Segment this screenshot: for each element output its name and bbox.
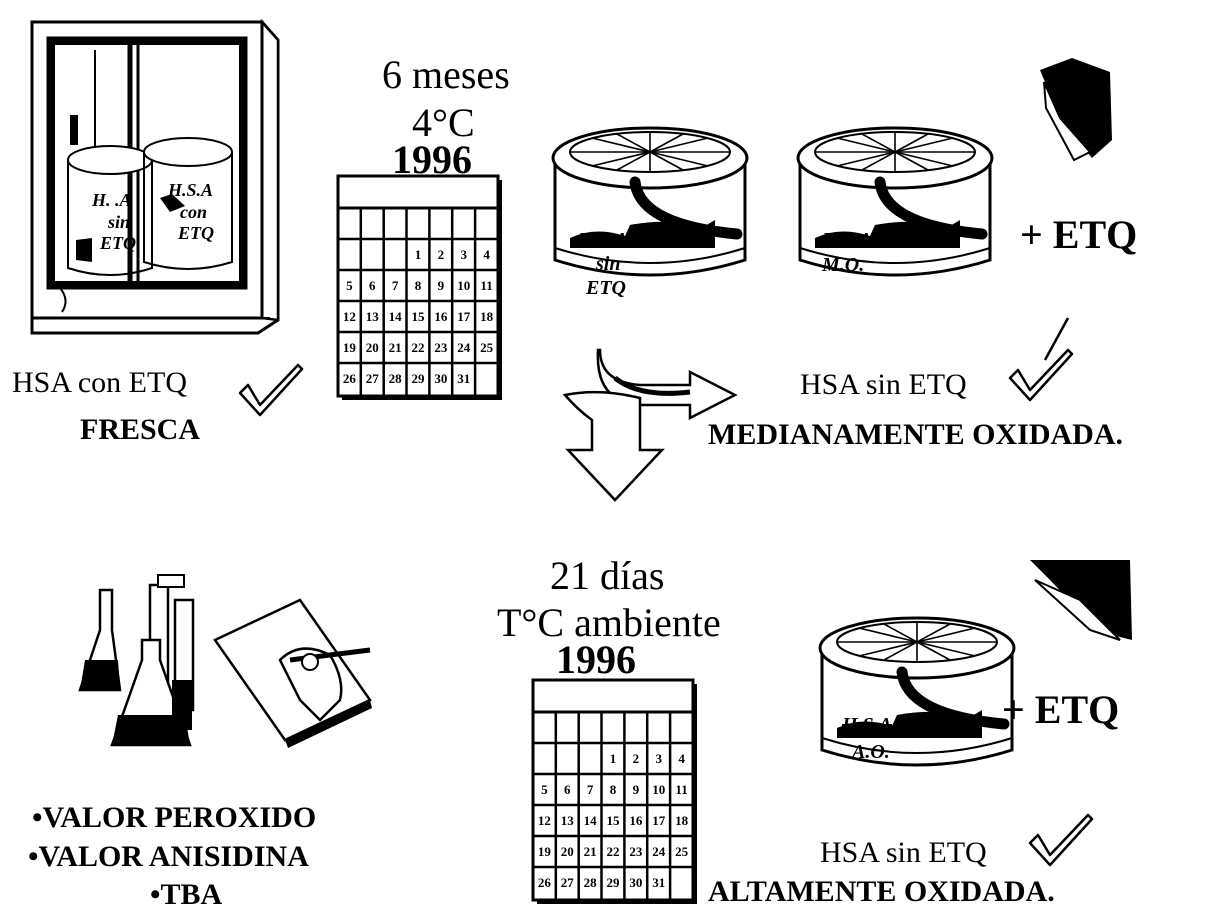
medium-caption-line2: MEDIANAMENTE OXIDADA. bbox=[708, 418, 1124, 451]
calendar-day: 11 bbox=[480, 278, 493, 293]
calendar-day: 28 bbox=[388, 371, 402, 386]
calendar-day: 30 bbox=[629, 875, 643, 890]
plus-etq-top: + ETQ bbox=[1020, 212, 1138, 257]
storage-year: 1996 bbox=[392, 137, 472, 182]
high-caption-line2: ALTAMENTE OXIDADA. bbox=[708, 875, 1055, 908]
calendar-day: 27 bbox=[365, 371, 379, 386]
calendar-day: 15 bbox=[606, 813, 620, 828]
calendar-day: 12 bbox=[342, 309, 356, 324]
calendar-day: 30 bbox=[434, 371, 448, 386]
fresca-check-icon bbox=[238, 363, 304, 417]
high-caption-line1: HSA sin ETQ bbox=[820, 836, 987, 869]
calendar-day: 13 bbox=[560, 813, 574, 828]
arrow-down-icon bbox=[562, 390, 665, 502]
calendar-day: 17 bbox=[652, 813, 666, 828]
analysis-peroxido: •VALOR PEROXIDO bbox=[32, 801, 317, 834]
calendar-day: 22 bbox=[411, 340, 425, 355]
etq-packet-icon bbox=[1040, 58, 1112, 162]
calendar-day: 3 bbox=[655, 751, 662, 766]
ambient-temperature: T°C ambiente bbox=[497, 600, 721, 645]
calendar-day: 19 bbox=[342, 340, 356, 355]
calendar-day: 4 bbox=[483, 247, 490, 262]
calendar-day: 21 bbox=[583, 844, 597, 859]
calendar-day: 29 bbox=[411, 371, 425, 386]
jar-ao-label: H.S.A A.O. bbox=[842, 714, 893, 763]
laboratory-flasks-icon bbox=[78, 574, 195, 747]
calendar-day: 31 bbox=[652, 875, 666, 890]
calendar-day: 2 bbox=[437, 247, 445, 262]
calendar-day: 7 bbox=[586, 782, 594, 797]
ambient-duration: 21 días bbox=[550, 553, 665, 598]
calendar-day: 14 bbox=[583, 813, 597, 828]
calendar-day: 2 bbox=[632, 751, 640, 766]
calendar-day: 16 bbox=[434, 309, 448, 324]
calendar-day: 9 bbox=[632, 782, 640, 797]
calendar-day: 9 bbox=[437, 278, 445, 293]
jar-mo-label: H.S.A M.O. bbox=[822, 229, 873, 276]
calendar-day: 27 bbox=[560, 875, 574, 890]
jar-sin-etq-label: H.S.A sin ETQ bbox=[578, 229, 629, 299]
medium-caption-line1: HSA sin ETQ bbox=[800, 368, 967, 401]
calendar-day: 23 bbox=[629, 844, 643, 859]
analysis-anisidina: •VALOR ANISIDINA bbox=[28, 840, 309, 873]
plus-etq-bottom: + ETQ bbox=[1002, 687, 1120, 732]
medium-check-icon bbox=[1008, 348, 1074, 402]
high-check-icon bbox=[1028, 813, 1094, 867]
calendar-day: 25 bbox=[675, 844, 689, 859]
calendar-day: 18 bbox=[480, 309, 494, 324]
calendar-day: 26 bbox=[537, 875, 551, 890]
calendar-day: 10 bbox=[652, 782, 666, 797]
calendar-day: 20 bbox=[365, 340, 379, 355]
ambient-year: 1996 bbox=[556, 637, 636, 682]
calendar-day: 1 bbox=[609, 751, 617, 766]
calendar-day: 7 bbox=[391, 278, 399, 293]
calendar-day: 29 bbox=[606, 875, 620, 890]
calendar-day: 8 bbox=[609, 782, 617, 797]
fresca-caption-line2: FRESCA bbox=[80, 413, 201, 446]
calendar-day: 4 bbox=[678, 751, 685, 766]
storage-duration: 6 meses bbox=[382, 52, 510, 97]
calendar-day: 22 bbox=[606, 844, 620, 859]
calendar-day: 24 bbox=[652, 844, 666, 859]
calendar-day: 11 bbox=[675, 782, 688, 797]
calendar-day: 21 bbox=[388, 340, 402, 355]
fridge-jar-right-label: H.S.A con ETQ bbox=[168, 180, 214, 244]
notepad-writing-icon bbox=[213, 598, 372, 748]
calendar-day: 5 bbox=[346, 278, 353, 293]
calendar-day: 13 bbox=[365, 309, 379, 324]
fresca-caption-line1: HSA con ETQ bbox=[12, 366, 187, 399]
calendar-day: 16 bbox=[629, 813, 643, 828]
calendar-day: 19 bbox=[537, 844, 551, 859]
calendar-day: 23 bbox=[434, 340, 448, 355]
calendar-day: 6 bbox=[564, 782, 571, 797]
calendar-day: 3 bbox=[460, 247, 467, 262]
calendar-day: 26 bbox=[342, 371, 356, 386]
fridge-jar-left-label: H. .A sin ETQ bbox=[92, 190, 136, 254]
calendar-day: 28 bbox=[583, 875, 597, 890]
calendar-day: 31 bbox=[457, 371, 471, 386]
calendar-day: 20 bbox=[560, 844, 574, 859]
calendar-day: 14 bbox=[388, 309, 402, 324]
analysis-tba: •TBA bbox=[150, 878, 223, 911]
calendar-day: 17 bbox=[457, 309, 471, 324]
storage-temperature: 4°C bbox=[412, 100, 475, 145]
calendar-day: 10 bbox=[457, 278, 471, 293]
calendar-day: 12 bbox=[537, 813, 551, 828]
calendar-day: 6 bbox=[369, 278, 376, 293]
calendar-day: 25 bbox=[480, 340, 494, 355]
calendar-day: 15 bbox=[411, 309, 425, 324]
calendar-day: 5 bbox=[541, 782, 548, 797]
refrigerator bbox=[30, 18, 280, 335]
calendar-day: 24 bbox=[457, 340, 471, 355]
calendar-day: 1 bbox=[414, 247, 422, 262]
etq-packet-bottom-icon bbox=[1030, 560, 1132, 641]
calendar-day: 18 bbox=[675, 813, 689, 828]
calendar-day: 8 bbox=[414, 278, 422, 293]
